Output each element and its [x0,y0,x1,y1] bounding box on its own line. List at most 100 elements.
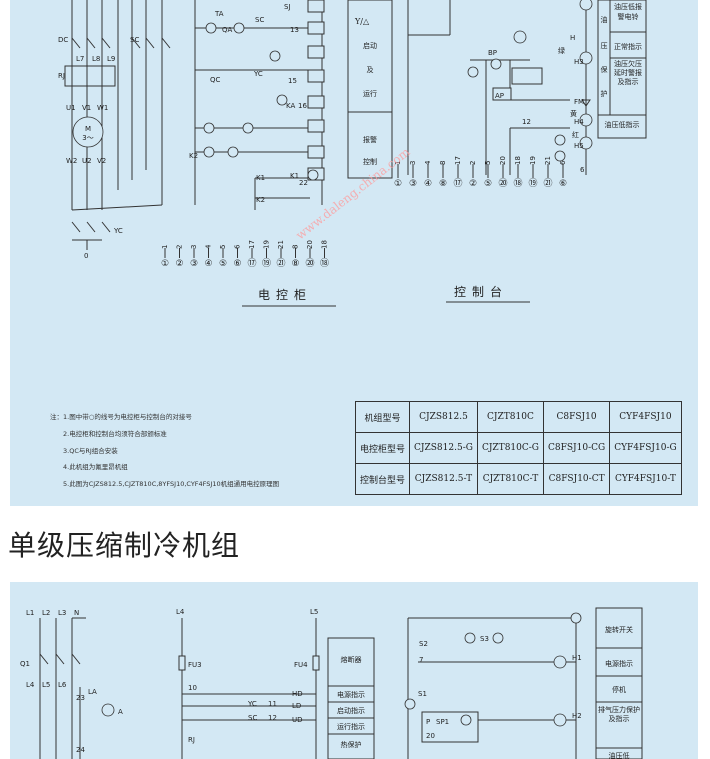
svg-text:SC: SC [255,16,264,24]
svg-text:H4: H4 [574,118,584,126]
svg-text:YC: YC [253,70,263,78]
svg-text:H2: H2 [572,712,582,720]
svg-text:SJ: SJ [284,3,291,11]
svg-text:V2: V2 [97,157,106,165]
svg-text:A: A [118,708,123,716]
svg-text:SP1: SP1 [436,718,449,726]
terminal-number: 4 [424,160,432,165]
svg-text:LA: LA [88,688,97,696]
svg-text:RJ: RJ [58,72,65,80]
terminal-label: ① [394,179,402,189]
svg-text:L4: L4 [26,681,35,689]
svg-text:L9: L9 [107,55,115,63]
svg-text:L5: L5 [42,681,50,689]
svg-text:及: 及 [367,66,374,74]
terminal-label: ⑧ [291,259,299,269]
svg-text:红: 红 [572,130,579,139]
lamp-icon [553,655,567,669]
terminal-number: 1 [161,245,169,249]
motor-power-circuit: M 3～ DC SC L7 L8 L9 RJ U1 V1 W1 W2 U2 V2… [58,0,171,260]
svg-text:电源指示: 电源指示 [605,659,633,668]
terminal-number: 5 [219,245,227,249]
svg-text:L1: L1 [26,609,34,617]
terminal-number: 17 [248,240,256,249]
svg-text:M: M [85,125,91,133]
lamp-icon [579,136,593,150]
svg-text:KA: KA [286,102,295,110]
svg-text:DC: DC [58,36,68,44]
svg-text:H5: H5 [574,142,584,150]
svg-text:L5: L5 [310,608,318,616]
svg-text:24: 24 [76,746,85,754]
svg-text:Q1: Q1 [20,660,30,668]
top-circuit-diagram: M 3～ DC SC L7 L8 L9 RJ U1 V1 W1 W2 U2 V2… [50,0,647,488]
terminal-label: ④ [424,179,432,189]
terminal-label: ⑰ [247,258,256,269]
control-circuit: TA QA SC SJ 13 QC YC 15 KA 16 K1 K1 22 K… [189,0,325,210]
lamp-icon [579,0,593,11]
svg-text:L2: L2 [42,609,50,617]
svg-text:K1: K1 [256,174,265,182]
svg-text:启动指示: 启动指示 [337,706,365,715]
svg-text:YC: YC [247,700,257,708]
svg-text:H3: H3 [574,58,584,66]
svg-text:20: 20 [426,732,435,740]
table-row: 控制台型号 CJZS812.5-T CJZT810C-T C8FSJ10-CT … [354,463,682,495]
svg-text:黄: 黄 [570,109,577,118]
model-spec-table: 机组型号 CJZS812.5 CJZT810C C8FSJ10 CYF4FSJ1… [354,401,682,495]
svg-text:UD: UD [292,716,303,724]
ammeter-icon [101,703,115,717]
terminal-number: 21 [544,156,552,165]
svg-text:护: 护 [601,89,608,98]
terminal-label: ㉑ [543,178,552,189]
svg-text:热保护: 热保护 [341,740,362,749]
control-circuit-bottom: L4 L5 FU3 FU4 10 HD LD UD YC 11 SC 12 RJ [176,608,320,759]
svg-text:W2: W2 [66,157,77,165]
svg-text:L3: L3 [58,609,66,617]
svg-text:12: 12 [522,118,531,126]
terminal-number: 20 [499,156,507,165]
svg-text:L7: L7 [76,55,84,63]
table-row: 电控柜型号 CJZS812.5-G CJZT810C-G C8FSJ10-CG … [354,432,682,464]
terminal-number: 19 [529,156,537,165]
terminal-number: 21 [277,240,285,249]
svg-text:电源指示: 电源指示 [337,690,365,699]
svg-text:运行指示: 运行指示 [337,722,365,731]
bell-icon [581,99,591,107]
terminal-number: 20 [306,240,314,249]
svg-text:6: 6 [580,166,585,174]
svg-text:L4: L4 [176,608,185,616]
svg-text:AP: AP [495,92,504,100]
svg-text:SC: SC [130,36,139,44]
terminal-number: 18 [514,156,522,165]
svg-text:TA: TA [214,10,224,18]
svg-text:保: 保 [601,65,608,74]
terminal-number: 3 [190,245,198,249]
svg-text:3.QC与RJ组合安装: 3.QC与RJ组合安装 [63,446,118,455]
svg-text:控制: 控制 [363,157,377,166]
top-schematic-panel: M 3～ DC SC L7 L8 L9 RJ U1 V1 W1 W2 U2 V2… [10,0,698,506]
lamp-icon [553,713,567,727]
lamp-icon [579,51,593,65]
svg-text:YC: YC [113,227,123,235]
oil-protection-legend: 油 压 保 护 油压低报警电铃 正常指示 油压欠压延时警报及指示 油压低指示 [597,0,647,139]
svg-text:LD: LD [292,702,301,710]
terminal-number: 2 [469,161,477,165]
svg-text:旋转开关: 旋转开关 [605,625,633,634]
terminal-number: 18 [321,240,329,249]
svg-text:23: 23 [76,694,85,702]
notes: 注：1.图中带○的线号为电控柜与控制台的对接号 2.电控柜和控制台均须符合部颁标… [50,412,279,488]
svg-text:H: H [570,34,575,42]
right-legend: 旋转开关 电源指示 停机 排气压力保护及指示 油压低 [595,607,643,759]
terminal-label: ② [175,259,183,269]
lamp-icon [579,113,593,127]
terminal-number: 2 [176,245,184,249]
svg-text:运行: 运行 [363,89,377,98]
svg-text:15: 15 [288,77,297,85]
terminal-number: 19 [263,240,271,249]
terminal-label: ㉑ [276,258,285,269]
section-title: 单级压缩制冷机组 [8,529,241,562]
svg-text:Y/△: Y/△ [354,17,370,26]
right-control-circuit: S2 7 S3 H1 S1 P SP1 20 H2 [404,612,582,759]
